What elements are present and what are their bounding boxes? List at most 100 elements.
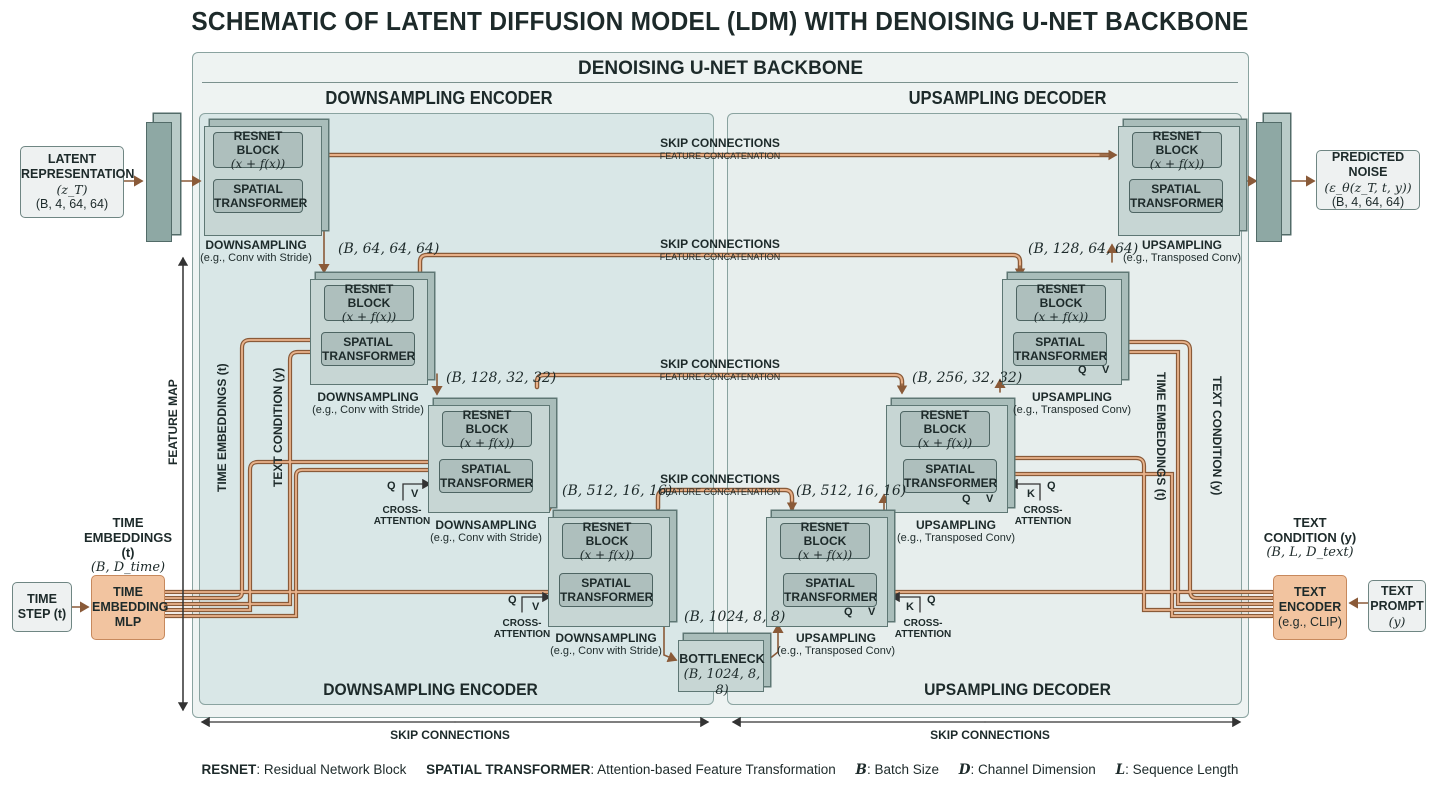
decoder-bottom-title: UPSAMPLING DECODER (924, 680, 1111, 699)
query-label-d4-inner: Q (844, 606, 853, 618)
resnet-formula: (x + f(x)) (917, 436, 973, 450)
time-emb-dims: (B, D_time) (90, 560, 166, 575)
text-prompt-box: TEXT PROMPT (y) (1368, 580, 1426, 632)
spatial-label-2: TRANSFORMER (1130, 196, 1224, 210)
spatial-label-2: TRANSFORMER (904, 476, 998, 490)
resnet-formula: (x + f(x)) (459, 436, 515, 450)
cross-line2: ATTENTION (1014, 516, 1072, 527)
downsampling-label-3: DOWNSAMPLING(e.g., Conv with Stride) (422, 519, 550, 545)
legend-desc: : Attention-based Feature Transformation (590, 762, 836, 777)
legend-item-resnet: RESNET: Residual Network Block (202, 762, 407, 777)
resnet-label: RESNET BLOCK (1152, 129, 1202, 157)
skip-sub: FEATURE CONCATENATION (659, 252, 781, 262)
time-mlp-line3: MLP (114, 615, 142, 629)
down-sub: (e.g., Conv with Stride) (200, 252, 312, 264)
cross-line1: CROSS- (903, 618, 943, 629)
key-label-d4: K (906, 601, 914, 613)
down-sub: (e.g., Conv with Stride) (430, 532, 542, 544)
cross-attention-label-e4: CROSS-ATTENTION (492, 618, 552, 640)
down-main: DOWNSAMPLING (205, 238, 307, 252)
text-cond-line1: TEXT (1293, 515, 1327, 530)
spatial-label-1: SPATIAL (1151, 182, 1201, 196)
resnet-block: RESNET BLOCK(x + f(x)) (562, 520, 652, 562)
output-conv-slab (1256, 122, 1282, 242)
legend-key: B (855, 762, 867, 778)
cross-attention-label-d4: CROSS-ATTENTION (893, 618, 953, 640)
spatial-label-1: SPATIAL (233, 182, 283, 196)
downsampling-label-4: DOWNSAMPLING(e.g., Conv with Stride) (542, 632, 670, 658)
text-encoder-line2: ENCODER (1278, 600, 1342, 614)
spatial-label-1: SPATIAL (581, 576, 631, 590)
text-prompt-line1: TEXT (1381, 583, 1413, 598)
text-condition-vertical-label: TEXT CONDITION (y) (271, 367, 285, 487)
up-sub: (e.g., Transposed Conv) (776, 645, 895, 657)
skip-main: SKIP CONNECTIONS (660, 237, 780, 251)
time-mlp-line1: TIME (113, 585, 143, 599)
spatial-label-2: TRANSFORMER (214, 196, 308, 210)
input-conv-slab (146, 122, 172, 242)
time-step-line1: TIME (27, 592, 57, 606)
dim-bottleneck: (B, 1024, 8, 8) (684, 609, 786, 625)
resnet-label: RESNET BLOCK (920, 408, 970, 436)
encoder-bottom-title: DOWNSAMPLING ENCODER (323, 680, 538, 699)
skip-main: SKIP CONNECTIONS (660, 472, 780, 486)
down-main: DOWNSAMPLING (317, 390, 419, 404)
legend-item-sequence: L: Sequence Length (1116, 762, 1239, 778)
bottleneck-dims: (B, 1024, 8, 8) (683, 667, 761, 698)
query-label-d4: Q (927, 594, 936, 606)
query-label-d3: Q (1047, 480, 1056, 492)
time-mlp-line2: EMBEDDING (92, 600, 169, 614)
resnet-label: RESNET BLOCK (344, 282, 394, 310)
text-cond-dims: (B, L, D_text) (1266, 545, 1354, 560)
resnet-formula: (x + f(x)) (579, 548, 635, 562)
bottleneck-label: BOTTLENECK (B, 1024, 8, 8) (679, 651, 765, 699)
legend-key: D (958, 762, 971, 778)
cross-line2: ATTENTION (894, 629, 952, 640)
text-encoder-line3: (e.g., CLIP) (1278, 615, 1342, 629)
dim-encoder-3: (B, 512, 16, 16) (562, 483, 673, 499)
resnet-label: RESNET BLOCK (800, 520, 850, 548)
resnet-block: RESNET BLOCK(x + f(x)) (780, 520, 870, 562)
legend-key: RESNET (201, 762, 257, 777)
resnet-formula: (x + f(x)) (230, 157, 286, 171)
page-title: SCHEMATIC OF LATENT DIFFUSION MODEL (LDM… (191, 6, 1249, 36)
legend-desc: : Batch Size (866, 762, 940, 777)
legend-desc: : Channel Dimension (970, 762, 1096, 777)
predicted-dims: (B, 4, 64, 64) (1331, 195, 1405, 209)
text-cond-line2: CONDITION (y) (1263, 530, 1357, 545)
feature-map-label: FEATURE MAP (166, 379, 180, 465)
time-step-line2: STEP (t) (17, 607, 67, 621)
up-sub: (e.g., Transposed Conv) (1012, 404, 1131, 416)
time-embeddings-label: TIME EMBEDDINGS (t) (B, D_time) (76, 515, 180, 575)
time-emb-line1: TIME (112, 515, 144, 530)
latent-line1: LATENT (47, 152, 97, 166)
spatial-label-2: TRANSFORMER (560, 590, 654, 604)
unet-divider (202, 82, 1238, 83)
skip-sub: FEATURE CONCATENATION (659, 372, 781, 382)
decoder-title: UPSAMPLING DECODER (908, 88, 1107, 108)
text-prompt-line3: (y) (1388, 613, 1406, 629)
encoder-title: DOWNSAMPLING ENCODER (325, 88, 553, 108)
down-main: DOWNSAMPLING (555, 631, 657, 645)
up-main: UPSAMPLING (1141, 238, 1222, 252)
legend: RESNET: Residual Network Block SPATIAL T… (0, 762, 1440, 778)
time-embeddings-vertical-label-right: TIME EMBEDDINGS (t) (1154, 372, 1168, 501)
spatial-label-2: TRANSFORMER (440, 476, 534, 490)
skip-main: SKIP CONNECTIONS (660, 136, 780, 150)
resnet-formula: (x + f(x)) (341, 310, 397, 324)
dim-decoder-3: (B, 512, 16, 16) (796, 483, 907, 499)
resnet-label: RESNET BLOCK (582, 520, 632, 548)
text-prompt-line2: PROMPT (1370, 598, 1424, 613)
